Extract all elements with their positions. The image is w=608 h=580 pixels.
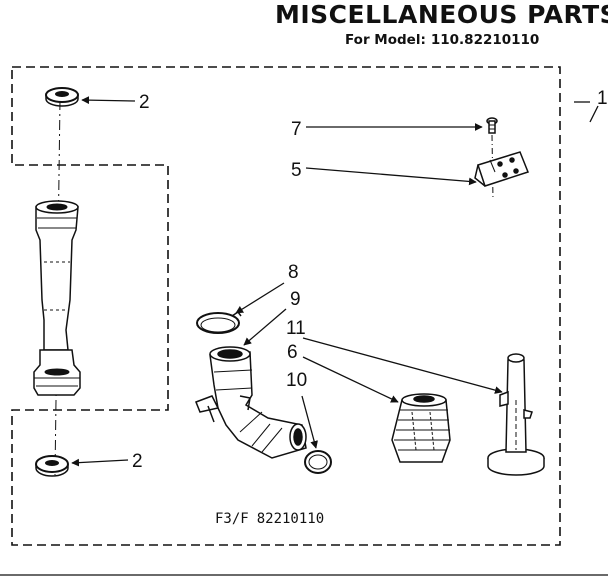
figure-number: 82210110	[256, 511, 325, 527]
support-post	[487, 353, 545, 476]
callout-1: 1	[597, 88, 608, 109]
clip	[474, 151, 529, 187]
clamp	[196, 310, 242, 334]
callout-2-bottom: 2	[132, 451, 143, 472]
callout-9: 9	[290, 289, 301, 310]
callout-11: 11	[286, 318, 306, 339]
figure-label: F3/F	[215, 511, 249, 527]
leader-lines	[71, 96, 599, 467]
callout-10: 10	[286, 370, 307, 391]
drain-hose	[195, 346, 307, 459]
gasket-top	[45, 87, 79, 107]
gasket-bottom	[35, 455, 69, 477]
assembly-boundary	[11, 66, 561, 546]
ring	[304, 450, 332, 474]
screw	[486, 117, 498, 134]
hose-assembly	[33, 200, 81, 396]
callout-7: 7	[291, 119, 302, 140]
model-label: For Model:	[345, 32, 426, 48]
page-title: MISCELLANEOUS PARTS	[275, 0, 608, 29]
leveling-leg	[391, 393, 451, 463]
callout-2-top: 2	[139, 92, 150, 113]
callout-8: 8	[288, 262, 299, 283]
model-number: 110.82210110	[430, 32, 540, 48]
callout-5: 5	[291, 160, 302, 181]
model-line: For Model:110.82210110	[345, 32, 544, 48]
figure-code: F3/F 82210110	[215, 511, 332, 527]
callout-6: 6	[287, 342, 298, 363]
